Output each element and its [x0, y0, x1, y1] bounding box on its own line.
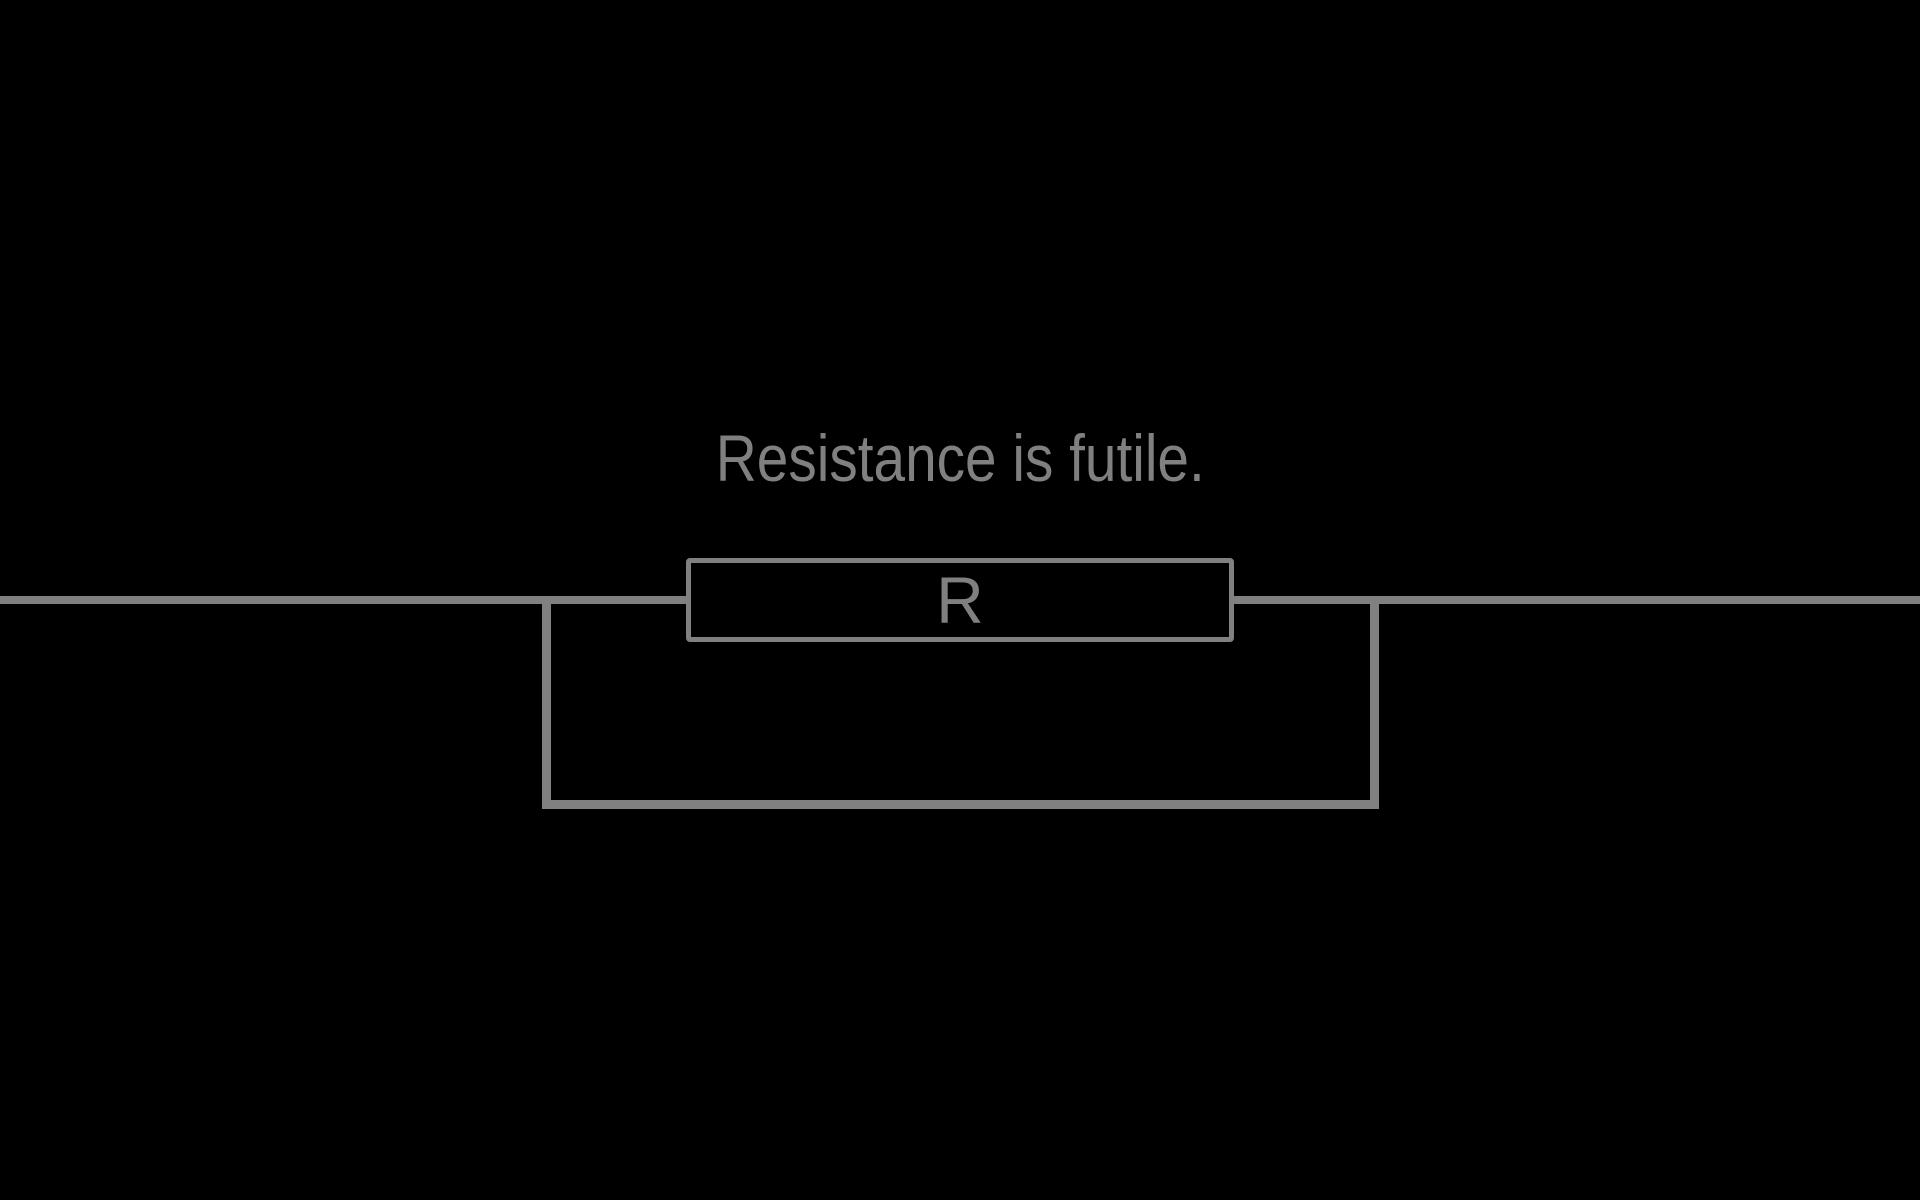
main-wire-right [1230, 596, 1920, 604]
tagline-label: Resistance is futile. [715, 421, 1205, 495]
bypass-wire-left-vertical [542, 596, 551, 809]
resistor-label: R [936, 563, 984, 637]
bypass-wire-bottom [542, 800, 1379, 809]
tagline-text: Resistance is futile. [0, 418, 1920, 498]
main-wire-left [0, 596, 690, 604]
bypass-wire-right-vertical [1370, 596, 1379, 809]
resistor-symbol: R [686, 558, 1234, 642]
